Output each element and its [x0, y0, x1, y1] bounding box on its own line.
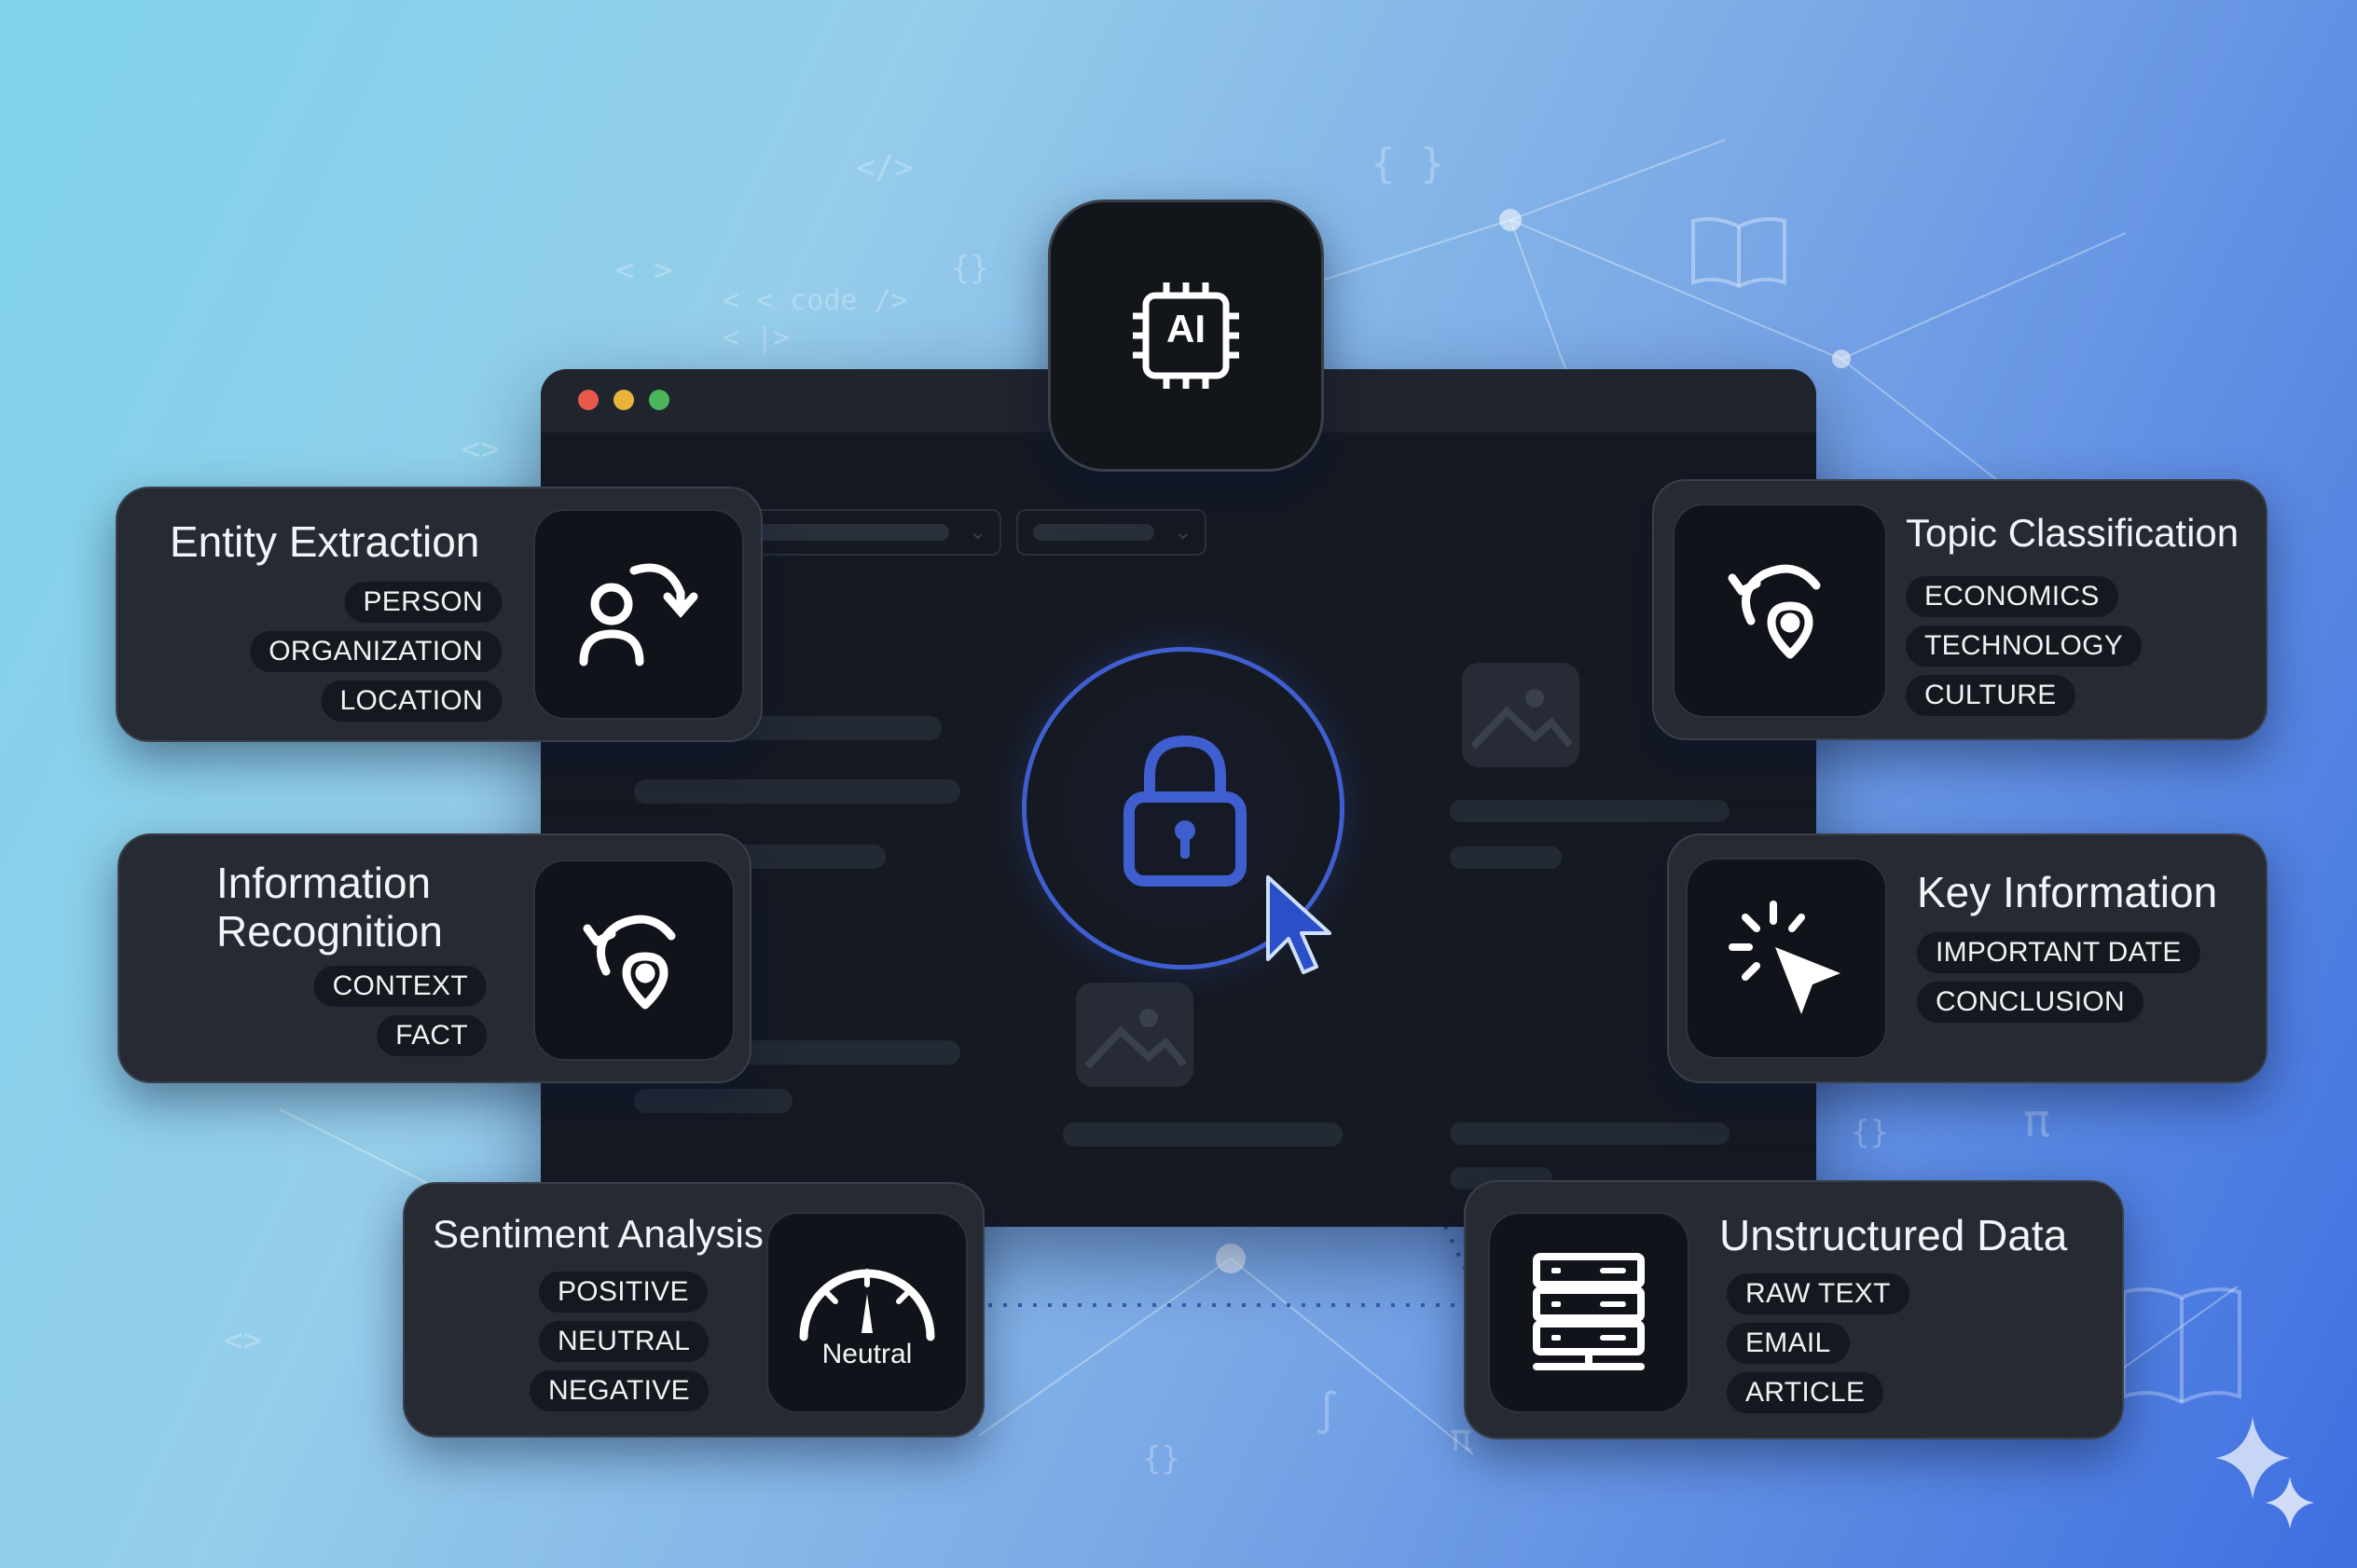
card-title: Topic Classification [1906, 511, 2240, 555]
cursor-icon [1266, 875, 1331, 974]
close-window-button[interactable] [578, 390, 599, 410]
tag-pill: TECHNOLOGY [1906, 626, 2143, 667]
placeholder-line [634, 1089, 793, 1113]
tag-pill: IMPORTANT DATE [1917, 932, 2200, 973]
code-snippet: π [2023, 1095, 2050, 1148]
tag-pill: POSITIVE [539, 1272, 708, 1313]
placeholder-line [634, 779, 960, 804]
click-sparkle-icon [1729, 901, 1840, 1014]
code-snippet: < |> [723, 322, 791, 354]
gauge-label: Neutral [821, 1339, 913, 1369]
tag-pill: FACT [377, 1015, 487, 1056]
key-information-card[interactable]: Key Information IMPORTANT DATE CONCLUSIO… [1667, 833, 2267, 1083]
tag-pill: CONCLUSION [1917, 982, 2144, 1023]
placeholder-line [1063, 1122, 1343, 1147]
chevron-down-icon: ⌄ [969, 520, 986, 543]
tag-pill: NEGATIVE [530, 1370, 709, 1411]
person-refresh-icon [579, 563, 698, 667]
code-snippet: <> [462, 431, 500, 468]
sparkle-icon [2215, 1417, 2314, 1529]
filter-dropdown[interactable]: ⌄ [737, 509, 1001, 556]
code-snippet: <> [224, 1322, 262, 1359]
unstructured-data-icon-box [1488, 1212, 1689, 1413]
code-snippet: {} [1851, 1114, 1889, 1151]
tag-pill: NEUTRAL [539, 1321, 710, 1362]
tag-pill: ECONOMICS [1906, 576, 2118, 617]
placeholder-line [1450, 1122, 1730, 1145]
code-snippet: < < code /> [723, 284, 908, 317]
image-placeholder-icon [1076, 983, 1193, 1087]
information-recognition-icon-box [533, 860, 735, 1061]
lock-icon [1123, 735, 1247, 887]
ai-chip-label: AI [1166, 307, 1206, 351]
topic-classification-icon-box [1673, 503, 1887, 718]
code-snippet: {} [951, 250, 989, 287]
location-refresh-icon [583, 915, 676, 1010]
entity-extraction-icon-box [533, 509, 744, 720]
tag-pill: CONTEXT [313, 966, 487, 1007]
ai-chip-icon [1133, 282, 1239, 389]
server-icon [1533, 1253, 1645, 1370]
minimize-window-button[interactable] [613, 390, 634, 410]
chevron-down-icon: ⌄ [1174, 520, 1192, 543]
tag-pill: CULTURE [1906, 675, 2075, 716]
card-title: Unstructured Data [1719, 1211, 2068, 1259]
tag-pill: LOCATION [321, 681, 502, 722]
unstructured-data-card[interactable]: Unstructured Data RAW TEXT EMAIL ARTICLE [1464, 1180, 2124, 1439]
entity-extraction-card[interactable]: Entity Extraction PERSON ORGANIZATION LO… [116, 487, 763, 742]
ai-chip-badge[interactable]: AI [1048, 199, 1324, 472]
book-icon [2122, 1287, 2241, 1405]
book-icon [1691, 217, 1786, 289]
tag-pill: PERSON [344, 582, 502, 623]
placeholder-line [1450, 800, 1730, 822]
image-placeholder-icon [1462, 663, 1579, 767]
code-snippet: ∫ [1315, 1389, 1340, 1437]
card-title-line: Information [216, 859, 432, 907]
sentiment-analysis-card[interactable]: Sentiment Analysis POSITIVE NEUTRAL NEGA… [403, 1182, 985, 1437]
code-snippet: {} [1142, 1440, 1180, 1478]
information-recognition-card[interactable]: Information Recognition CONTEXT FACT [117, 833, 751, 1083]
code-snippet: { } [1371, 140, 1445, 187]
card-title: Sentiment Analysis [433, 1212, 764, 1256]
code-snippet: < > [615, 252, 673, 289]
tag-pill: RAW TEXT [1727, 1273, 1909, 1314]
sentiment-gauge-box: Neutral [766, 1212, 968, 1413]
tag-pill: ORGANIZATION [250, 631, 502, 672]
placeholder-line [1450, 846, 1562, 869]
maximize-window-button[interactable] [649, 390, 669, 410]
key-information-icon-box [1686, 858, 1887, 1059]
tag-pill: EMAIL [1727, 1323, 1850, 1364]
code-snippet: </> [856, 149, 914, 186]
card-title: Key Information [1917, 868, 2218, 916]
gauge-icon [799, 1269, 935, 1341]
tag-pill: ARTICLE [1727, 1372, 1884, 1413]
card-title: Entity Extraction [170, 517, 480, 566]
topic-classification-card[interactable]: Topic Classification ECONOMICS TECHNOLOG… [1652, 479, 2267, 740]
location-refresh-icon [1728, 564, 1821, 659]
card-title-line: Recognition [216, 907, 443, 956]
filter-dropdown[interactable]: ⌄ [1016, 509, 1206, 556]
